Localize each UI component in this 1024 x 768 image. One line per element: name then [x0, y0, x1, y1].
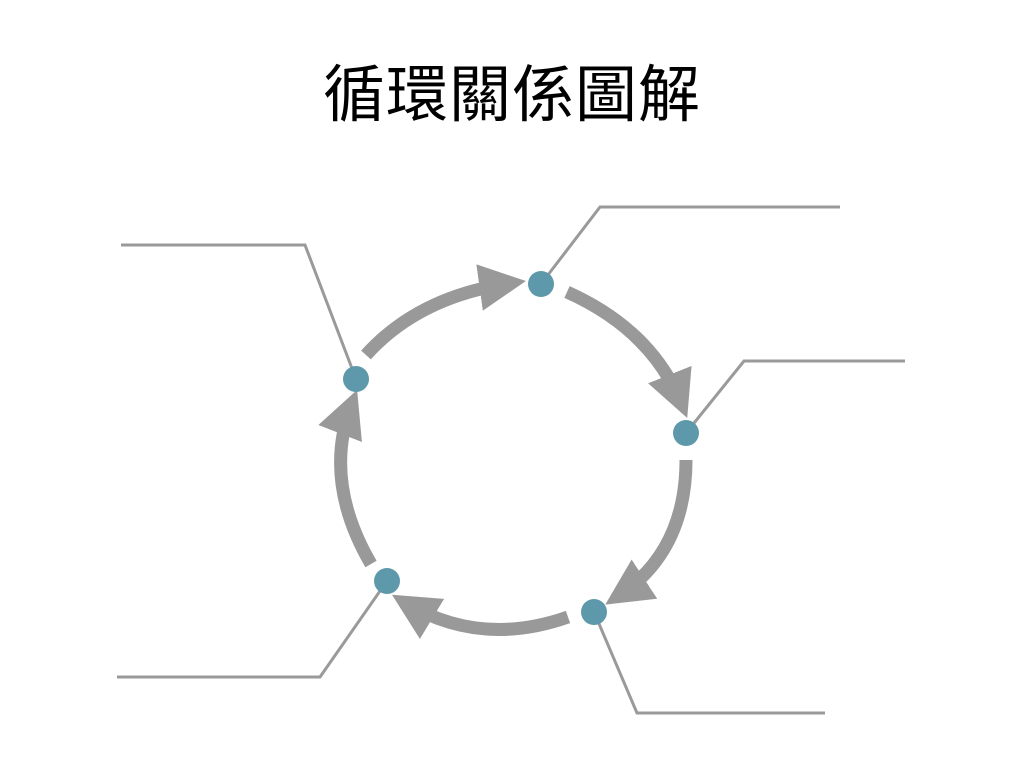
- cycle-node-5: [343, 366, 369, 392]
- callout-line-3: [592, 611, 825, 715]
- cycle-arrow-2: [564, 286, 692, 419]
- cycle-arrow-3: [605, 459, 693, 605]
- cycle-arrow-4: [391, 594, 571, 639]
- callout-line-2: [684, 359, 905, 434]
- callout-line-1: [539, 205, 840, 285]
- cycle-arrow-5: [318, 389, 377, 568]
- cycle-node-1: [528, 271, 554, 297]
- cycle-arrow-1: [361, 264, 526, 360]
- cycle-node-4: [374, 568, 400, 594]
- callout-line-5: [121, 243, 358, 380]
- slide-title: 循環關係圖解: [322, 58, 701, 131]
- cycle-node-3: [581, 599, 607, 625]
- callout-line-4: [117, 580, 389, 679]
- cycle-node-2: [673, 420, 699, 446]
